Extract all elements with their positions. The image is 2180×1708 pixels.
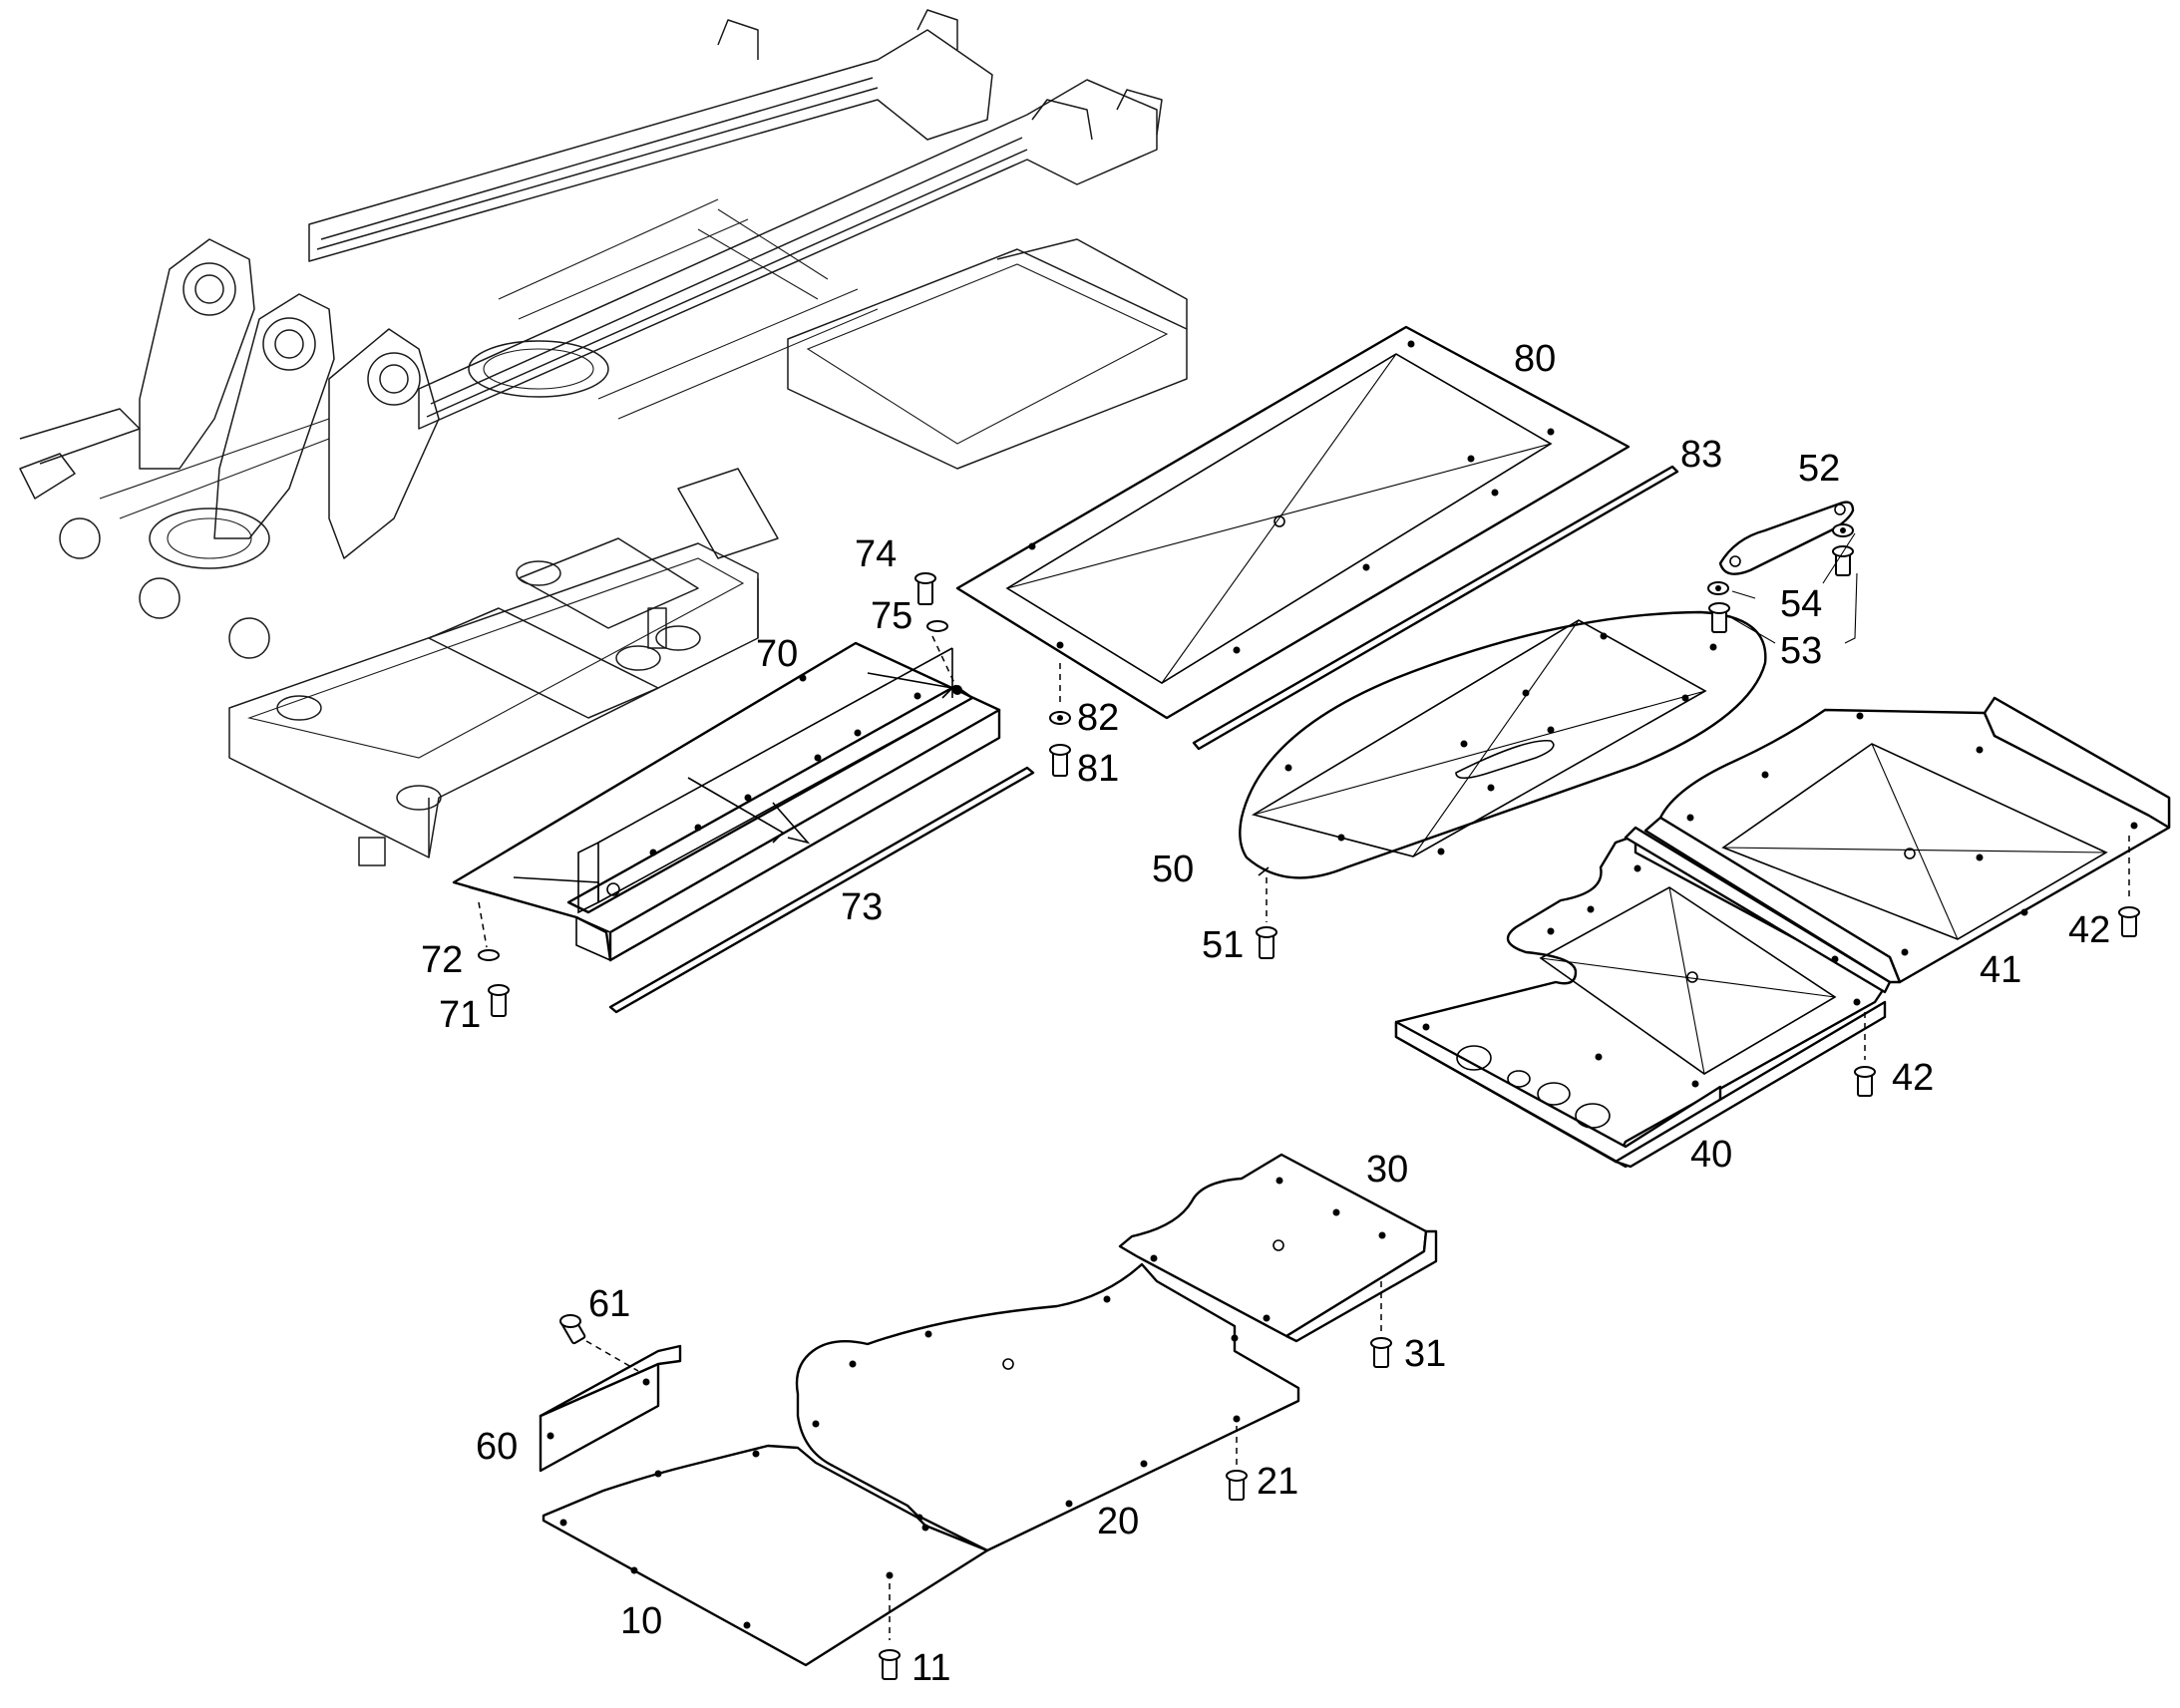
part-60-bracket <box>539 1344 682 1473</box>
callout-42-lower: 42 <box>1892 1057 1934 1099</box>
callout-70: 70 <box>756 633 798 675</box>
callout-81: 81 <box>1077 748 1119 790</box>
callout-11: 11 <box>911 1647 950 1689</box>
callout-10: 10 <box>620 1600 662 1642</box>
callout-60: 60 <box>476 1426 518 1468</box>
part-73-seal-strip <box>608 766 1035 1014</box>
machine-frame <box>19 9 1188 866</box>
callout-54: 54 <box>1780 583 1822 625</box>
callout-83: 83 <box>1680 434 1722 476</box>
callout-31: 31 <box>1404 1333 1446 1375</box>
callout-53: 53 <box>1780 630 1822 672</box>
fasteners <box>478 523 2140 1680</box>
callout-30: 30 <box>1366 1149 1408 1191</box>
part-83-seal-strip <box>1192 465 1679 751</box>
callout-71: 71 <box>439 994 481 1036</box>
callout-42-right: 42 <box>2068 909 2110 951</box>
part-30-cover-plate <box>1118 1153 1438 1343</box>
callout-51: 51 <box>1202 924 1244 966</box>
callout-50: 50 <box>1152 849 1194 890</box>
callout-72: 72 <box>421 939 463 981</box>
part-52-bracket <box>1718 501 1855 575</box>
callout-20: 20 <box>1097 1501 1139 1542</box>
callout-21: 21 <box>1257 1461 1298 1503</box>
callout-75: 75 <box>871 595 912 637</box>
callout-82: 82 <box>1077 697 1119 739</box>
callout-40: 40 <box>1690 1134 1732 1176</box>
callout-41: 41 <box>1980 949 2021 991</box>
part-70-ramp-cover <box>452 641 1001 962</box>
callout-labels: 80 83 52 54 53 74 75 70 82 81 50 51 73 7… <box>421 338 2110 1689</box>
part-40-cover-plate <box>1394 826 1892 1169</box>
part-80-cover-plate <box>955 325 1631 720</box>
callout-80: 80 <box>1514 338 1556 380</box>
callout-52: 52 <box>1798 448 1840 490</box>
part-20-cover-plate <box>795 1262 1300 1552</box>
callout-73: 73 <box>841 886 883 928</box>
part-41-cover-plate <box>1643 696 2171 984</box>
part-10-cover-plate <box>542 1444 989 1667</box>
callout-74: 74 <box>855 533 897 575</box>
callout-61: 61 <box>588 1283 630 1325</box>
